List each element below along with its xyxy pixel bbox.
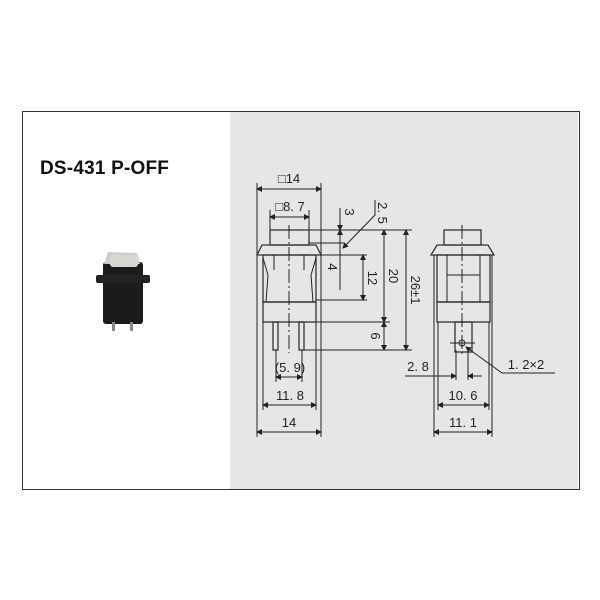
dim-square-14: □14 xyxy=(278,171,300,186)
dim-26: 26±1 xyxy=(408,276,423,305)
dim-3: 3 xyxy=(342,208,357,215)
dim-10-6: 10. 6 xyxy=(449,388,478,403)
dim-square-8-7: □8. 7 xyxy=(275,199,305,214)
front-view xyxy=(255,183,412,437)
dim-20: 20 xyxy=(386,269,401,283)
dim-4: 4 xyxy=(325,263,340,270)
product-title: DS-431 P-OFF xyxy=(40,158,170,179)
dim-5-9: (5. 9) xyxy=(275,360,305,375)
dim-12: 12 xyxy=(365,271,380,285)
dim-2-8: 2. 8 xyxy=(407,359,429,374)
side-view xyxy=(405,225,555,437)
dim-11-1: 11. 1 xyxy=(449,415,477,430)
dim-2-5: 2. 5 xyxy=(375,202,390,224)
dim-6: 6 xyxy=(368,332,383,339)
dim-hole: 1. 2×2 xyxy=(508,357,545,372)
dim-11-8: 11. 8 xyxy=(276,388,304,403)
switch-photo xyxy=(96,252,150,331)
dim-14: 14 xyxy=(282,415,296,430)
